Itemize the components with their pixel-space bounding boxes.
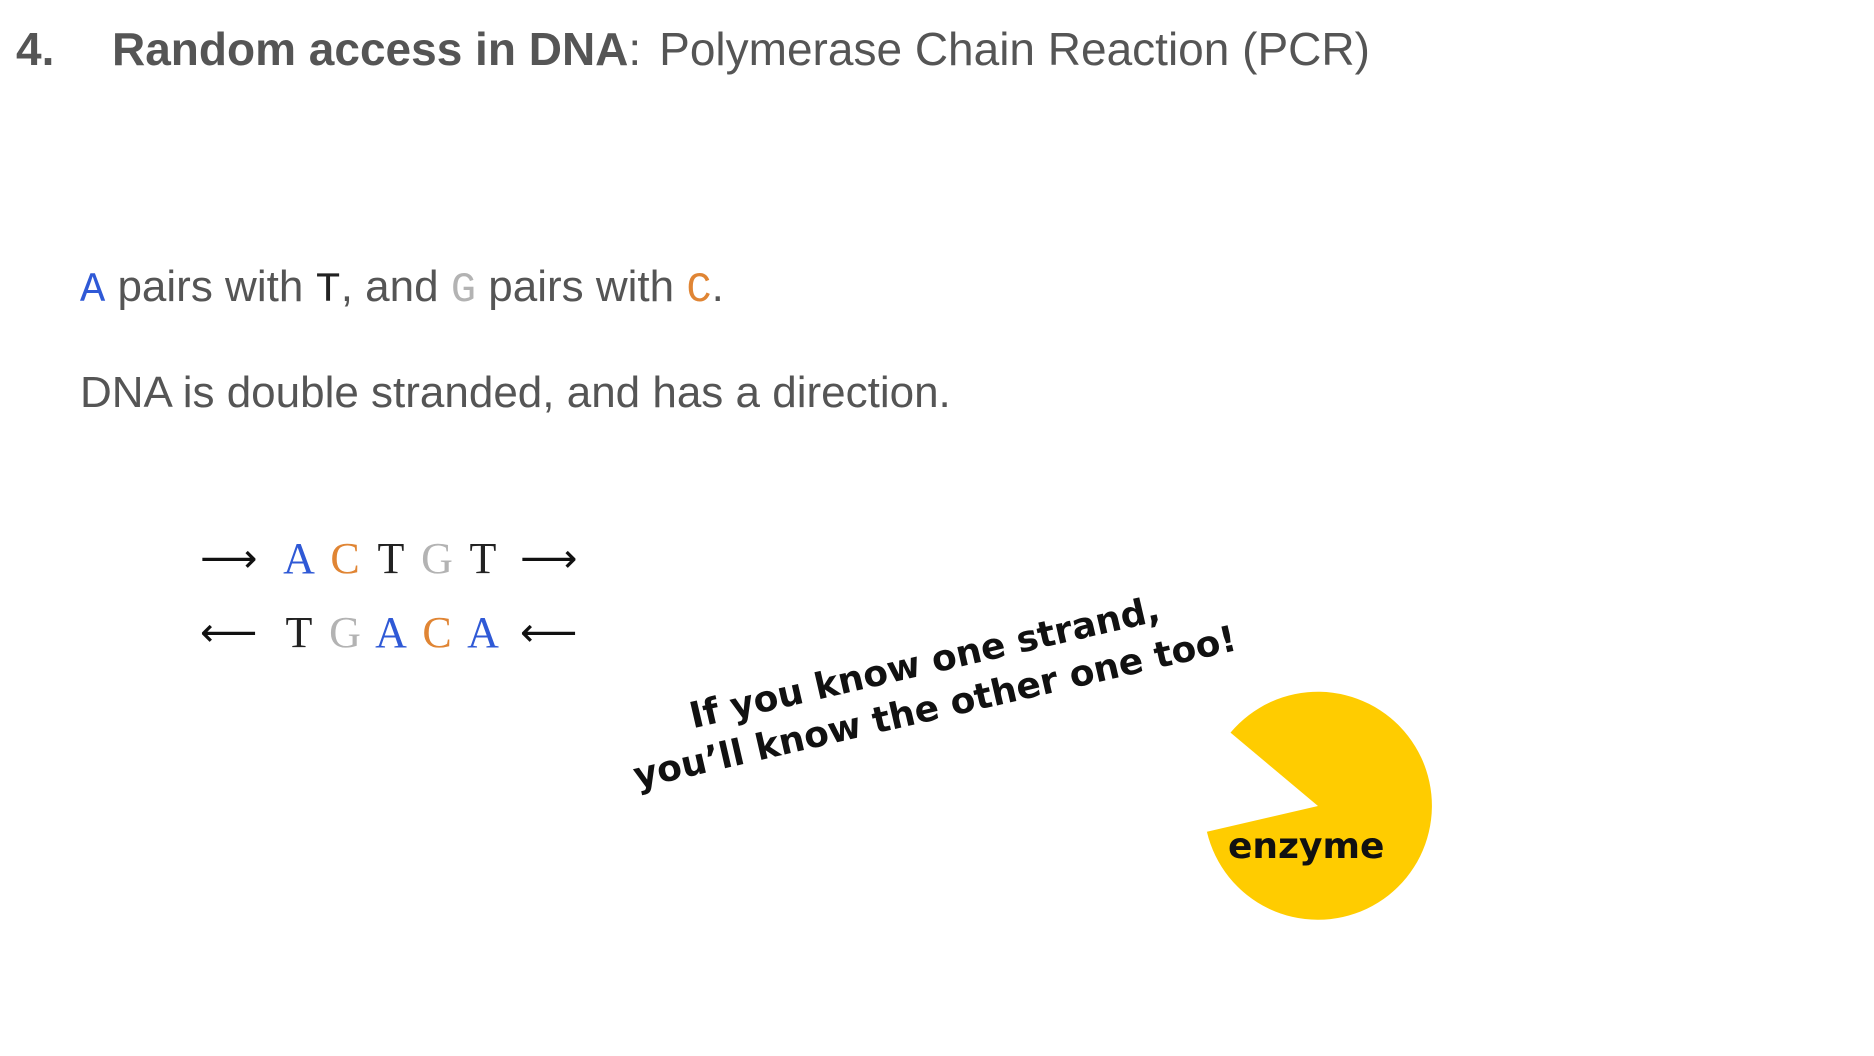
title-topic: Random access in DNA	[112, 23, 629, 75]
enzyme-label: enzyme	[1228, 826, 1385, 867]
left-arrow-icon: ⟵	[200, 609, 258, 656]
bottom-base-3: A	[375, 608, 407, 657]
bottom-base-2: G	[329, 608, 361, 657]
bottom-base-4: C	[422, 608, 452, 657]
top-base-2: C	[330, 534, 360, 583]
base-g-label: G	[450, 266, 477, 314]
pairing-sentence: A pairs with T, and G pairs with C.	[80, 262, 724, 314]
section-number: 4.	[16, 23, 55, 75]
top-base-1: A	[283, 534, 315, 583]
slide-title: 4. Random access in DNA: Polymerase Chain …	[16, 22, 1370, 76]
title-separator: :	[628, 23, 642, 75]
bottom-base-5: A	[467, 608, 499, 657]
enzyme-pacman-icon	[1206, 691, 1432, 920]
right-arrow-icon: ⟶	[200, 535, 258, 582]
base-t-label: T	[315, 266, 341, 314]
pairing-text-3: pairs with	[476, 262, 687, 311]
title-subtitle: Polymerase Chain Reaction (PCR)	[659, 23, 1370, 75]
top-strand: ⟶ A C T G T ⟶	[200, 533, 596, 584]
base-c-label: C	[686, 266, 712, 314]
bottom-strand-bases: T G A C A	[276, 607, 506, 658]
right-arrow-icon: ⟶	[520, 535, 578, 582]
top-base-5: T	[469, 534, 497, 583]
top-base-4: G	[421, 534, 453, 583]
bottom-strand: ⟵ T G A C A ⟵	[200, 607, 596, 658]
strand-note: If you know one strand, you’ll know the …	[608, 569, 1252, 803]
pairing-text-4: .	[711, 262, 724, 311]
enzyme-shape	[1206, 691, 1432, 920]
bottom-base-1: T	[285, 608, 313, 657]
pairing-text-1: pairs with	[105, 262, 316, 311]
top-strand-bases: A C T G T	[276, 533, 506, 584]
direction-sentence: DNA is double stranded, and has a direct…	[80, 368, 951, 417]
top-base-3: T	[377, 534, 405, 583]
base-a-label: A	[80, 266, 106, 314]
pairing-text-2: , and	[340, 262, 451, 311]
left-arrow-icon: ⟵	[520, 609, 578, 656]
